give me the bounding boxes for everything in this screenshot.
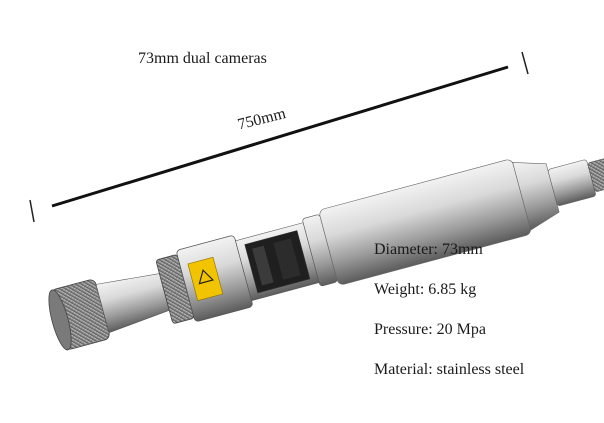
spec-material: Material: stainless steel (374, 361, 525, 378)
dimension-tick-right (521, 51, 529, 75)
dimension-tick-left (29, 199, 35, 223)
spec-list: Diameter: 73mm Weight: 6.85 kg Pressure:… (374, 240, 524, 400)
spec-weight: Weight: 6.85 kg (374, 281, 477, 298)
warning-label (187, 256, 224, 301)
warning-icon (198, 269, 215, 285)
spec-pressure: Pressure: 20 Mpa (374, 321, 486, 338)
product-caption: 73mm dual cameras (138, 50, 267, 67)
dimension-line (51, 65, 509, 208)
probe-body (48, 157, 604, 351)
spec-diameter: Diameter: 73mm (374, 241, 483, 258)
